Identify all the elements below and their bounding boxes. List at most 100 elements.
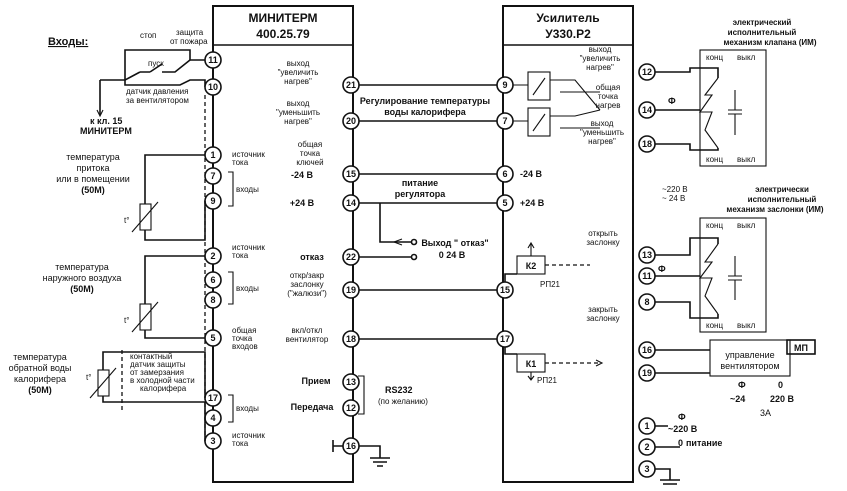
amp-p24-label: +24 В xyxy=(520,198,545,208)
left-terminals: 11 10 1 7 9 2 6 8 5 17 4 3 xyxy=(204,51,222,450)
mp-phi: Ф xyxy=(738,380,746,390)
damper-label-1: откр/закр xyxy=(290,271,325,280)
damper-label-2: заслонку xyxy=(290,280,323,289)
power-label-2: регулятора xyxy=(395,189,446,199)
mp-label: МП xyxy=(794,343,808,353)
im2-vykl-top: выкл xyxy=(737,221,756,230)
term-5-label: 5 xyxy=(210,333,215,343)
t-ret-label-1: температура xyxy=(13,352,67,362)
out-inc-label-1: выход xyxy=(287,59,310,68)
term-15-label: 15 xyxy=(346,169,356,179)
t-supply-label-4: (50М) xyxy=(81,185,105,195)
rs232-bracket xyxy=(358,375,365,415)
fanctl-label-1: управление xyxy=(725,350,774,360)
kkl-wire xyxy=(99,79,125,115)
frost-label-5: калорифера xyxy=(140,384,187,393)
note-24: ~ 24 В xyxy=(662,194,685,203)
out-dec-label-1: выход xyxy=(287,99,310,108)
t-out-label-2: наружного воздуха xyxy=(43,273,122,283)
sensor-return-slash xyxy=(89,367,117,399)
r-term-16-label: 16 xyxy=(642,345,652,355)
im2-label-1: электрически xyxy=(755,185,809,194)
start-contacts xyxy=(124,59,191,81)
common-in-label-3: входов xyxy=(232,342,258,351)
term-12 xyxy=(342,399,360,417)
term-1-label: 1 xyxy=(210,150,215,160)
rx-label: Прием xyxy=(301,376,330,386)
r-common-3: нагрев xyxy=(596,101,621,110)
amp-right-terminals: 12 14 18 13 11 8 16 19 1 2 3 xyxy=(638,63,656,478)
wire-fail-out xyxy=(359,203,412,258)
relay-dec xyxy=(527,107,551,137)
m24-label: -24 В xyxy=(291,170,314,180)
sensor-supply-slash xyxy=(131,201,159,233)
inputs1-bracket xyxy=(228,171,234,207)
relay-contacts xyxy=(513,77,601,132)
rs232-label: RS232 xyxy=(385,385,413,395)
im2-wires xyxy=(655,237,719,319)
power-wires xyxy=(655,425,680,485)
phi-2: Ф xyxy=(658,264,666,274)
inputs3-bracket xyxy=(228,394,234,423)
frost-label-4: в холодной части xyxy=(130,376,195,385)
left-sensor-links xyxy=(200,154,206,441)
out-inc-label-3: нагрев" xyxy=(284,77,312,86)
fail-out-label-1: Выход " отказ" xyxy=(421,238,488,248)
term-6-label: 6 xyxy=(210,275,215,285)
amplifier-model: У330.Р2 xyxy=(545,27,591,41)
fail-out-pin-1 xyxy=(410,238,418,246)
t-out-label-3: (50М) xyxy=(70,284,94,294)
inputs2-label: входы xyxy=(236,284,259,293)
tx-label: Передача xyxy=(291,402,335,412)
frost-label-2: датчик защиты xyxy=(130,360,186,369)
r-term-3-label: 3 xyxy=(644,464,649,474)
open-label-1: открыть xyxy=(588,229,617,238)
fail-out-arrow-icon xyxy=(392,238,403,246)
fail-out-label-2: 0 24 В xyxy=(439,250,466,260)
im1-label-1: электрический xyxy=(733,18,792,27)
r-term-8-label: 8 xyxy=(644,297,649,307)
term-6 xyxy=(204,271,222,289)
protect-label-2: от пожара xyxy=(170,37,208,46)
r-term-19-label: 19 xyxy=(642,368,652,378)
term-4-label: 4 xyxy=(210,413,215,423)
k2-label: К2 xyxy=(526,261,537,271)
term-10-label: 10 xyxy=(208,82,218,92)
common-keys-label-3: ключей xyxy=(296,158,323,167)
im2-konc-bottom: конц xyxy=(706,321,723,330)
pw-220: ~220 В xyxy=(668,424,698,434)
sensor-outdoor-slash xyxy=(131,301,159,333)
im1-wires xyxy=(655,67,719,151)
im2-capacitor xyxy=(728,256,742,300)
r-out-dec-2: "уменьшить xyxy=(580,128,624,137)
amplifier-title: Усилитель xyxy=(536,11,599,25)
sensor-outdoor-t: t° xyxy=(124,316,129,325)
term-7 xyxy=(204,167,222,185)
frost-label-1: контактный xyxy=(130,352,172,361)
r-common-2: точка xyxy=(598,92,619,101)
reg-label-2: воды калорифера xyxy=(384,107,467,117)
amp-m24-label: -24 В xyxy=(520,169,543,179)
k2-wire xyxy=(504,273,517,282)
term-11-label: 11 xyxy=(208,55,218,65)
power-label-1: питание xyxy=(402,178,438,188)
fan-label-2: вентилятор xyxy=(286,335,329,344)
out-inc-label-2: "увеличить xyxy=(278,68,319,77)
im1-vykl-bottom: выкл xyxy=(737,155,756,164)
ground-16-icon xyxy=(359,445,390,467)
amp-term-6-label: 6 xyxy=(502,169,507,179)
open-label-2: заслонку xyxy=(586,238,619,247)
close-label-2: заслонку xyxy=(586,314,619,323)
mp-zero: 0 xyxy=(778,380,783,390)
miniterm-model: 400.25.79 xyxy=(256,27,310,41)
r-term-13-label: 13 xyxy=(642,250,652,260)
term-13-label: 13 xyxy=(346,377,356,387)
stop-label: стоп xyxy=(140,31,156,40)
fan-label-1: вкл/откл xyxy=(292,326,323,335)
rs232-note: (по желанию) xyxy=(378,397,428,406)
amp-term-9-label: 9 xyxy=(502,80,507,90)
r-out-dec-3: нагрев" xyxy=(588,137,616,146)
im1-winding xyxy=(698,77,719,149)
stop-wire xyxy=(124,49,205,80)
amp-term-5 xyxy=(496,194,514,212)
